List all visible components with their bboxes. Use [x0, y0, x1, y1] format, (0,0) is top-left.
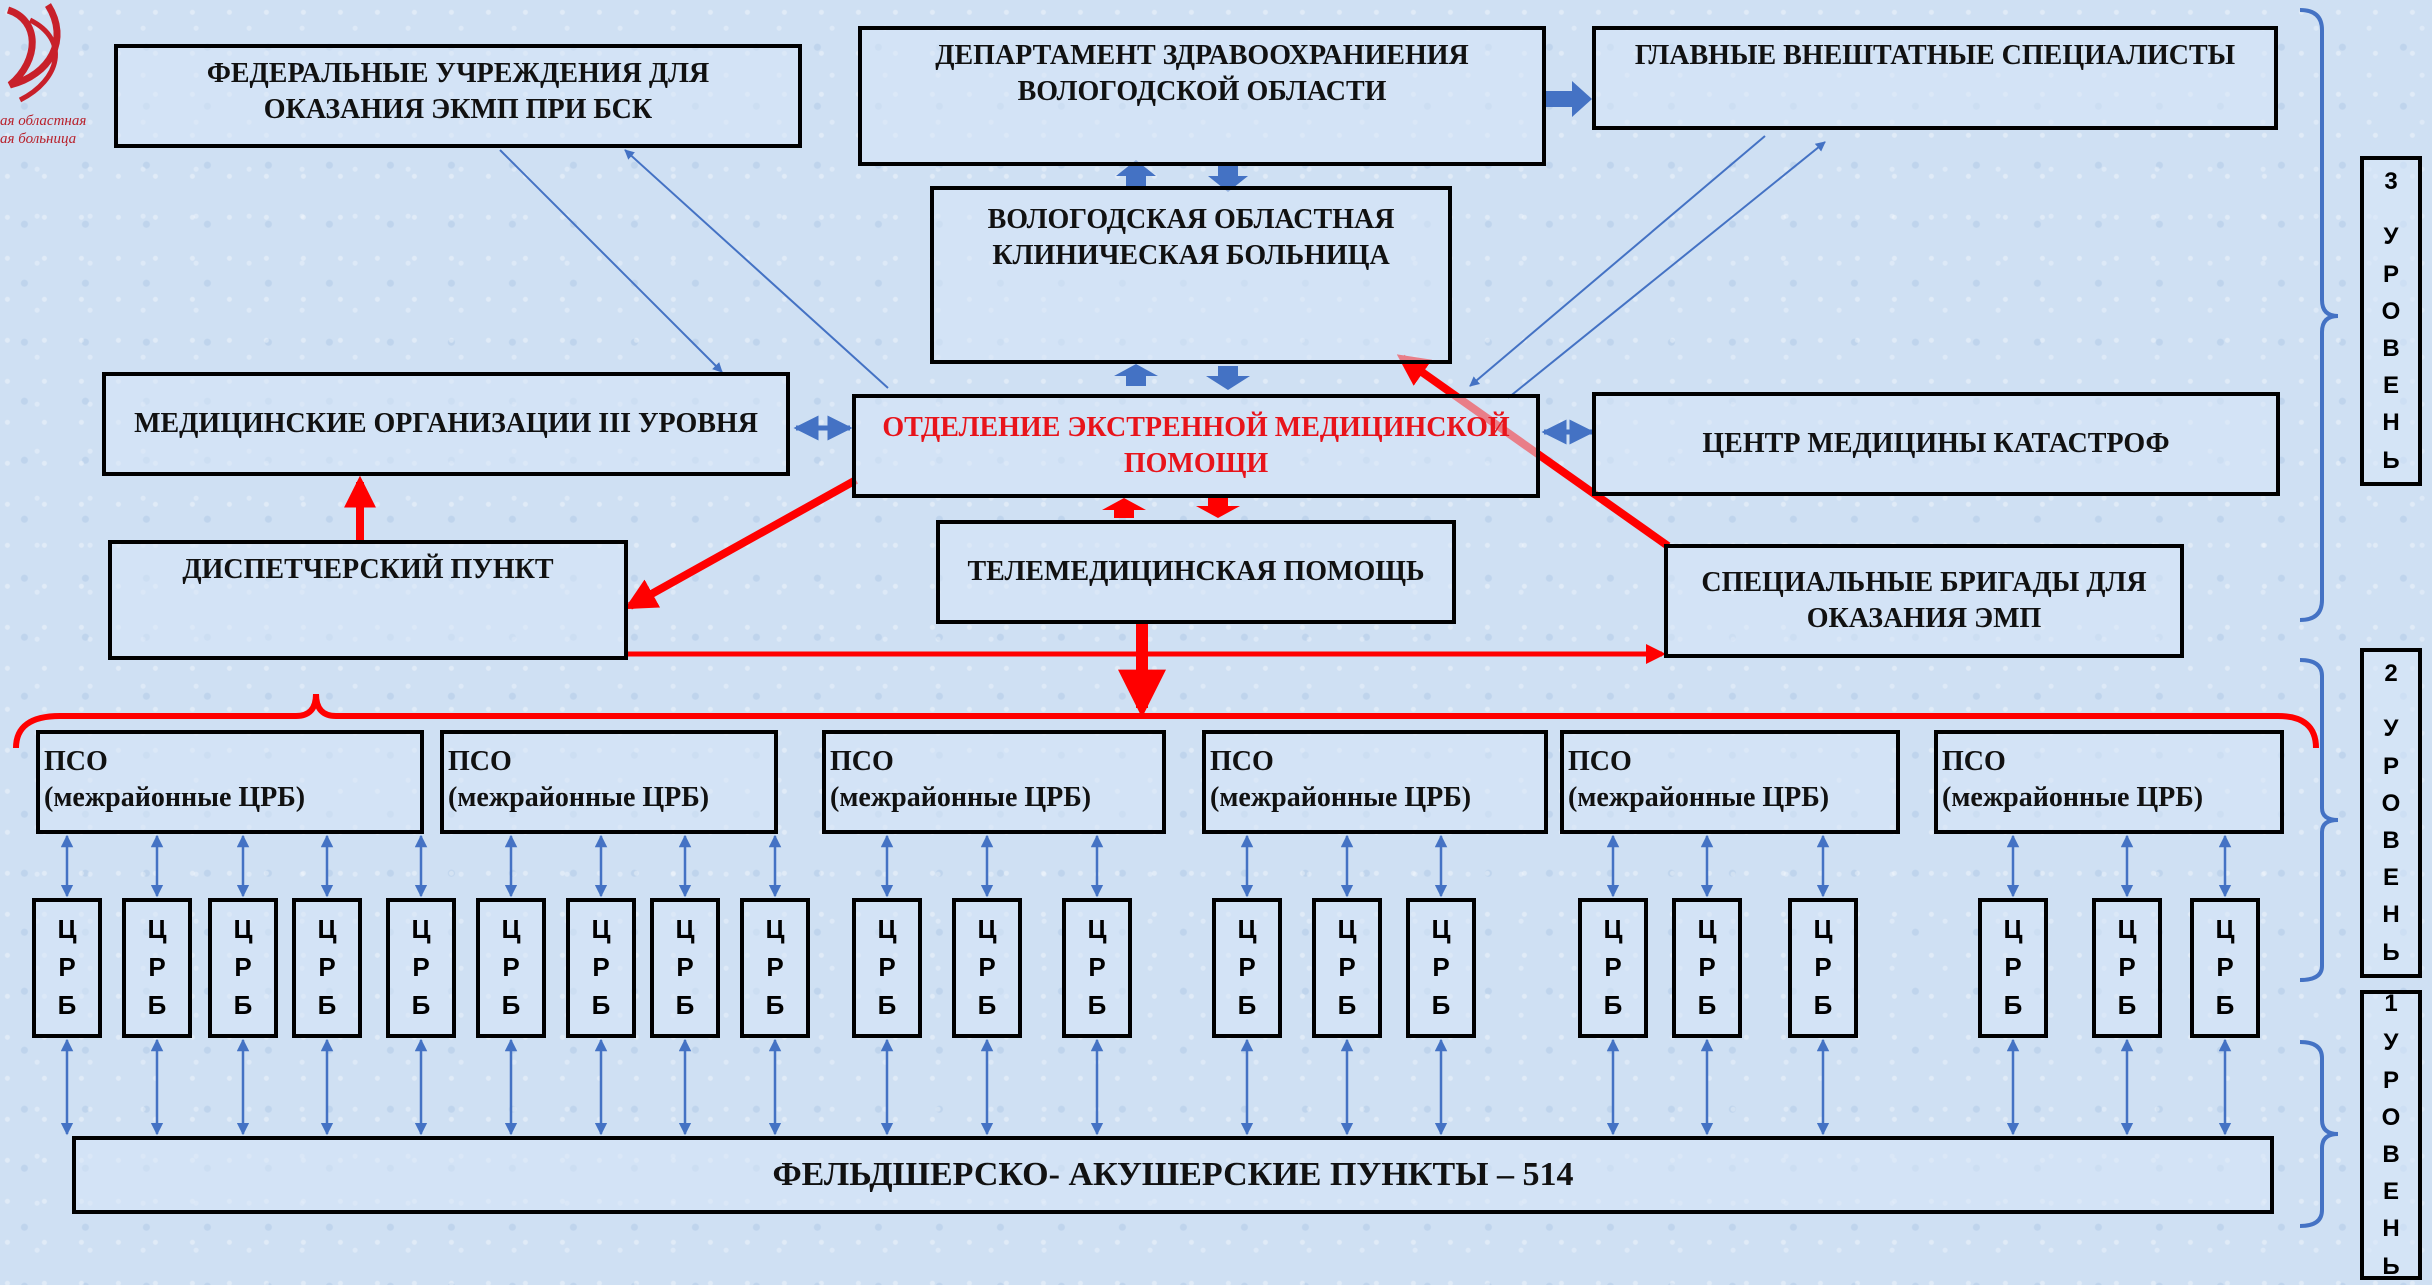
health-department-box: ДЕПАРТАМЕНТ ЗДРАВООХРАНИЕНИЯ ВОЛОГОДСКОЙ… — [858, 26, 1546, 166]
disaster-medicine-center-box: ЦЕНТР МЕДИЦИНЫ КАТАСТРОФ — [1592, 392, 2280, 496]
pso-title: ПСО — [1210, 746, 1274, 777]
pso-group-brace — [13, 693, 2319, 749]
pso-title: ПСО — [1568, 746, 1632, 777]
disaster-medicine-center-text: ЦЕНТР МЕДИЦИНЫ КАТАСТРОФ — [1702, 427, 2170, 459]
hospital-logo-text: ая областная ая больница — [0, 112, 86, 148]
link-emergency-to-dispatch — [624, 476, 858, 610]
pso-subtitle: (межрайонные ЦРБ) — [1210, 782, 1472, 814]
chief-specialists-box: ГЛАВНЫЕ ВНЕШТАТНЫЕ СПЕЦИАЛИСТЫ — [1592, 26, 2278, 130]
fap-box: ФЕЛЬДШЕРСКО- АКУШЕРСКИЕ ПУНКТЫ – 514 — [72, 1136, 2274, 1214]
arrow-department-to-specialists — [1546, 81, 1592, 117]
pso-subtitle: (межрайонные ЦРБ) — [448, 782, 710, 814]
arrow-telemed-to-emergency — [1102, 498, 1146, 518]
medical-organizations-text: МЕДИЦИНСКИЕ ОРГАНИЗАЦИИ III УРОВНЯ — [134, 407, 758, 439]
link-emergency-to-specialists — [1507, 141, 1826, 399]
special-brigades-box: СПЕЦИАЛЬНЫЕ БРИГАДЫ ДЛЯ ОКАЗАНИЯ ЭМП — [1664, 544, 2184, 658]
emergency-department-box: ОТДЕЛЕНИЕ ЭКСТРЕННОЙ МЕДИЦИНСКОЙ ПОМОЩИ — [852, 394, 1540, 498]
logo-line-2: ая больница — [0, 131, 77, 147]
fap-text: ФЕЛЬДШЕРСКО- АКУШЕРСКИЕ ПУНКТЫ – 514 — [772, 1155, 1574, 1193]
pso-subtitle: (межрайонные ЦРБ) — [1568, 782, 1830, 814]
pso-box: ПСО (межрайонные ЦРБ) — [440, 730, 778, 834]
link-federal-to-medorgs — [499, 149, 723, 373]
arrow-hospital-to-department — [1116, 160, 1156, 186]
pso-box: ПСО (межрайонные ЦРБ) — [36, 730, 424, 834]
dispatch-point-text: ДИСПЕТЧЕРСКИЙ ПУНКТ — [182, 554, 554, 585]
arrow-emergency-to-telemed — [1196, 496, 1240, 518]
hospital-logo-icon — [6, 3, 61, 103]
federal-institutions-text: ФЕДЕРАЛЬНЫЕ УЧРЕЖДЕНИЯ ДЛЯ ОКАЗАНИЯ ЭКМП… — [206, 58, 710, 126]
pso-box: ПСО (межрайонные ЦРБ) — [1202, 730, 1548, 834]
link-emergency-to-federal — [624, 149, 889, 389]
logo-line-1: ая областная — [0, 113, 87, 129]
pso-subtitle: (межрайонные ЦРБ) — [830, 782, 1092, 814]
telemedicine-box: ТЕЛЕМЕДИЦИНСКАЯ ПОМОЩЬ — [936, 520, 1456, 624]
telemedicine-text: ТЕЛЕМЕДИЦИНСКАЯ ПОМОЩЬ — [967, 555, 1425, 587]
special-brigades-text: СПЕЦИАЛЬНЫЕ БРИГАДЫ ДЛЯ ОКАЗАНИЯ ЭМП — [1701, 566, 2147, 634]
pso-subtitle: (межрайонные ЦРБ) — [44, 782, 306, 814]
federal-institutions-box: ФЕДЕРАЛЬНЫЕ УЧРЕЖДЕНИЯ ДЛЯ ОКАЗАНИЯ ЭКМП… — [114, 44, 802, 148]
pso-subtitle: (межрайонные ЦРБ) — [1942, 782, 2204, 814]
health-department-text: ДЕПАРТАМЕНТ ЗДРАВООХРАНИЕНИЯ ВОЛОГОДСКОЙ… — [935, 40, 1469, 108]
pso-title: ПСО — [448, 746, 512, 777]
link-specialists-to-emergency — [1469, 135, 1766, 387]
pso-title: ПСО — [1942, 746, 2006, 777]
emergency-department-text: ОТДЕЛЕНИЕ ЭКСТРЕННОЙ МЕДИЦИНСКОЙ ПОМОЩИ — [882, 411, 1510, 479]
arrow-department-to-hospital — [1208, 166, 1248, 192]
pso-box: ПСО (межрайонные ЦРБ) — [1560, 730, 1900, 834]
regional-hospital-box: ВОЛОГОДСКАЯ ОБЛАСТНАЯ КЛИНИЧЕСКАЯ БОЛЬНИ… — [930, 186, 1452, 364]
level-3-bracket — [2299, 8, 2339, 622]
level-2-bracket — [2299, 658, 2339, 982]
pso-box: ПСО (межрайонные ЦРБ) — [822, 730, 1166, 834]
chief-specialists-text: ГЛАВНЫЕ ВНЕШТАТНЫЕ СПЕЦИАЛИСТЫ — [1634, 40, 2236, 71]
pso-box: ПСО (межрайонные ЦРБ) — [1934, 730, 2284, 834]
dispatch-point-box: ДИСПЕТЧЕРСКИЙ ПУНКТ — [108, 540, 628, 660]
pso-title: ПСО — [830, 746, 894, 777]
arrow-hospital-to-emergency — [1206, 366, 1250, 390]
regional-hospital-text: ВОЛОГОДСКАЯ ОБЛАСТНАЯ КЛИНИЧЕСКАЯ БОЛЬНИ… — [987, 204, 1395, 272]
medical-organizations-box: МЕДИЦИНСКИЕ ОРГАНИЗАЦИИ III УРОВНЯ — [102, 372, 790, 476]
crb-fap-links — [60, 1038, 2232, 1136]
level-1-bracket — [2299, 1040, 2339, 1228]
pso-crb-links — [60, 834, 2232, 898]
arrow-emergency-to-hospital — [1114, 364, 1158, 386]
pso-title: ПСО — [44, 746, 108, 777]
